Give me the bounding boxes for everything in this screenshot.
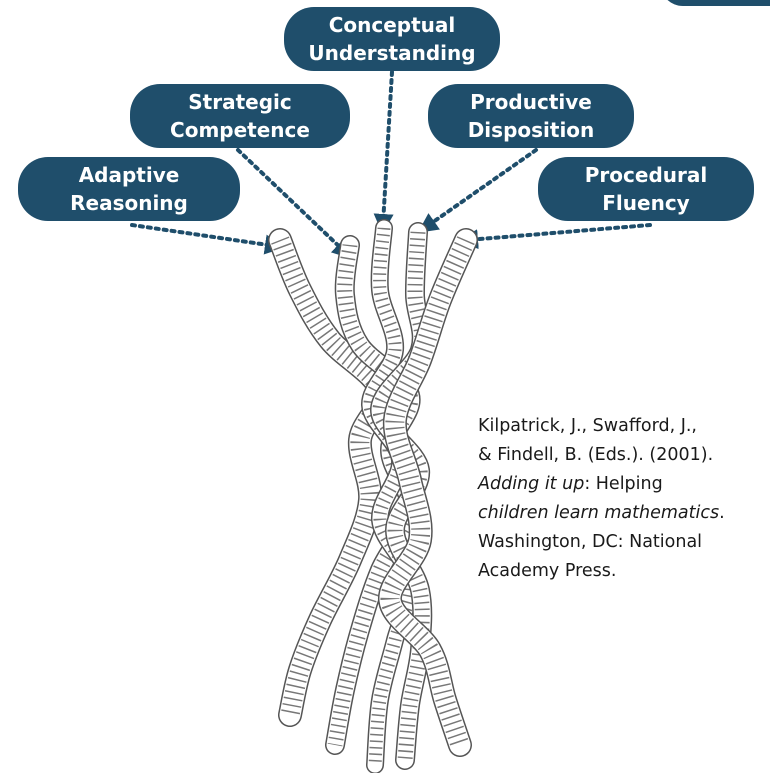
citation-title-part1: Adding it up (478, 474, 585, 494)
adaptive-line2: Reasoning (70, 191, 188, 215)
strategic-competence-label: Strategic Competence (130, 84, 350, 148)
rope-strand-twist (363, 227, 417, 766)
citation-line4: children learn mathematics. (478, 499, 768, 528)
citation: Kilpatrick, J., Swafford, J., & Findell,… (478, 412, 768, 586)
corner-tab (660, 0, 770, 6)
strategic-line2: Competence (170, 118, 310, 142)
rope-strand-fill (379, 229, 477, 756)
rope-strand-twist (271, 236, 391, 718)
conceptual-understanding-label: Conceptual Understanding (284, 7, 500, 71)
productive-line2: Disposition (467, 118, 595, 142)
citation-line4-rest: . (719, 503, 725, 523)
citation-line3: Adding it up: Helping (478, 470, 768, 499)
rope-strand-twist (327, 244, 419, 747)
productive-disposition-label: Productive Disposition (428, 84, 634, 148)
adaptive-line1: Adaptive (78, 163, 180, 187)
citation-line1: Kilpatrick, J., Swafford, J., (478, 416, 697, 436)
arrow-productive (417, 148, 538, 233)
arrows (130, 70, 652, 259)
conceptual-line1: Conceptual (328, 13, 456, 37)
arrow-procedural (458, 223, 652, 250)
citation-line5: Washington, DC: National (478, 532, 703, 552)
productive-line1: Productive (470, 90, 592, 114)
citation-line3-rest: : Helping (584, 474, 663, 494)
citation-title-part2: children learn mathematics (478, 503, 720, 523)
adaptive-reasoning-label: Adaptive Reasoning (18, 157, 240, 221)
procedural-fluency-label: Procedural Fluency (538, 157, 754, 221)
braided-rope-illustration (268, 219, 478, 773)
strategic-line1: Strategic (188, 90, 292, 114)
arrow-strategic (236, 148, 353, 259)
arrow-adaptive (130, 223, 285, 255)
procedural-line1: Procedural (584, 163, 708, 187)
citation-line2: & Findell, B. (Eds.). (2001). (478, 445, 714, 465)
citation-line6: Academy Press. (478, 561, 617, 581)
conceptual-line2: Understanding (308, 41, 476, 65)
procedural-line2: Fluency (602, 191, 690, 215)
arrow-conceptual (373, 70, 394, 234)
